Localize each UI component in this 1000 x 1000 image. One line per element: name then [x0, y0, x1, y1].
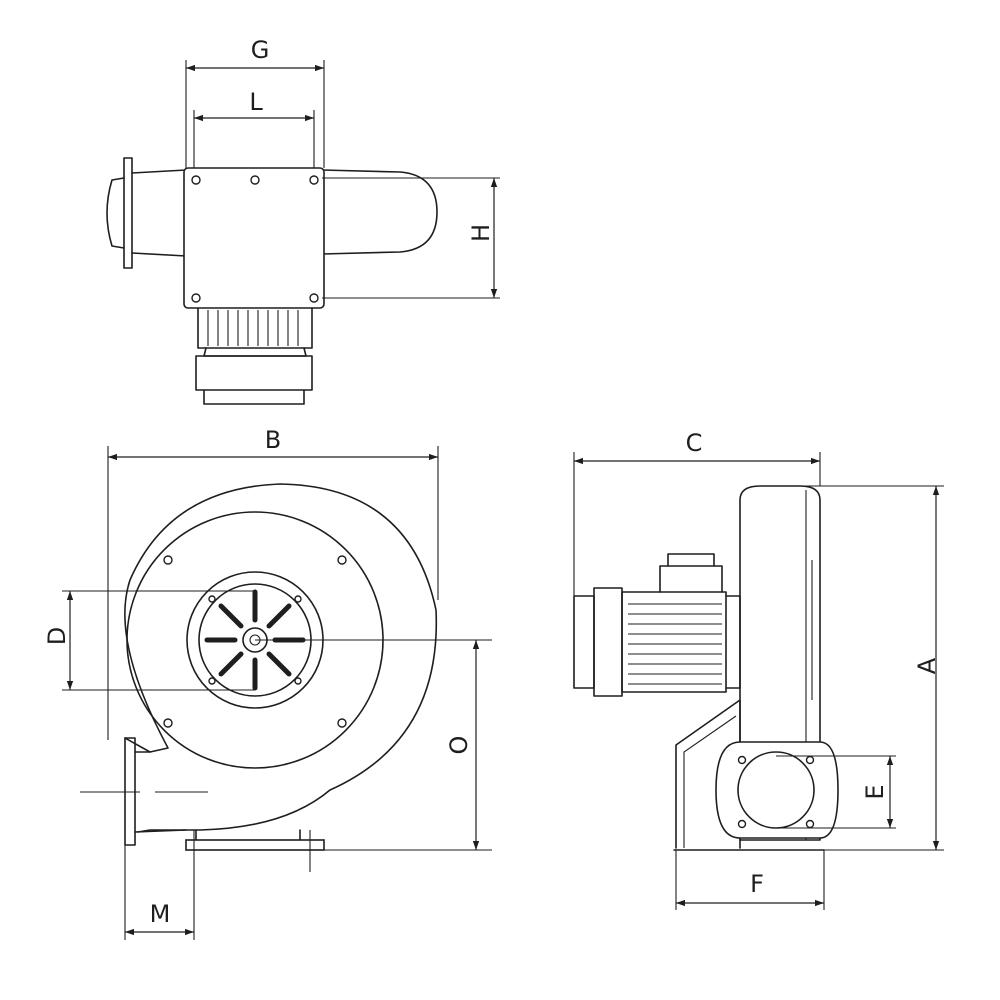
bolt-hole	[309, 175, 319, 185]
dimension-label-a: A	[913, 657, 941, 674]
motor-end-bell	[593, 587, 623, 697]
bolt-hole	[191, 175, 201, 185]
dimension-label-h: H	[467, 224, 495, 242]
bolt-hole	[191, 293, 201, 303]
bolt-hole	[805, 819, 815, 829]
base-plate	[185, 839, 325, 851]
dimension-label-b: B	[265, 426, 281, 454]
extension-lines	[107, 446, 439, 740]
motor-fins	[207, 310, 299, 346]
inlet-flange	[123, 157, 133, 269]
bolt-hole	[805, 755, 815, 765]
inlet-duct	[131, 169, 187, 257]
dimension-label-l: L	[249, 88, 263, 116]
motor-fins-side	[628, 603, 722, 685]
extension-lines	[185, 60, 325, 168]
housing-square	[183, 167, 325, 309]
extension-lines	[124, 830, 195, 940]
dimension-label-f: F	[750, 870, 764, 898]
bolt-hole	[208, 677, 216, 685]
extension-lines	[62, 590, 255, 691]
bolt-hole	[208, 595, 216, 603]
extension-lines	[255, 639, 492, 851]
bolt-hole	[294, 677, 302, 685]
outlet-flange	[124, 737, 136, 846]
motor-ring	[203, 347, 307, 357]
extension-lines	[776, 755, 896, 829]
pedestal-inner	[683, 715, 737, 848]
bolt-hole	[250, 175, 260, 185]
dimension-label-e: E	[861, 784, 889, 799]
outlet-duct	[321, 169, 438, 255]
dimension-label-m: M	[150, 900, 171, 928]
extension-lines	[573, 452, 821, 596]
bolt-hole	[337, 718, 347, 728]
motor-end-cap	[203, 389, 305, 405]
motor-body-side	[621, 591, 727, 693]
bolt-hole	[737, 755, 747, 765]
side-view: C A E F	[573, 429, 944, 910]
motor-fan-cover-side	[573, 595, 595, 689]
motor-fan-cover	[195, 355, 313, 391]
motor-flange	[725, 595, 741, 689]
dimension-label-g: G	[251, 36, 270, 64]
bolt-hole	[309, 293, 319, 303]
front-view: B D O M	[43, 426, 492, 940]
outlet-duct	[134, 751, 187, 833]
dimension-label-c: C	[686, 429, 703, 457]
motor-body	[197, 307, 313, 349]
terminal-box	[659, 565, 723, 593]
bolt-hole	[737, 819, 747, 829]
base-legs	[195, 829, 301, 841]
bolt-hole	[294, 595, 302, 603]
extension-lines	[790, 485, 944, 851]
bolt-hole	[163, 718, 173, 728]
terminal-box-lid	[667, 553, 715, 567]
top-view: G L H	[106, 36, 500, 405]
volute-housing	[124, 483, 438, 833]
bolt-hole	[163, 555, 173, 565]
dimension-label-o: O	[445, 736, 473, 755]
bolt-hole	[337, 555, 347, 565]
extension-lines	[322, 177, 500, 299]
inlet-cap	[106, 177, 125, 249]
dimension-label-d: D	[43, 627, 71, 645]
